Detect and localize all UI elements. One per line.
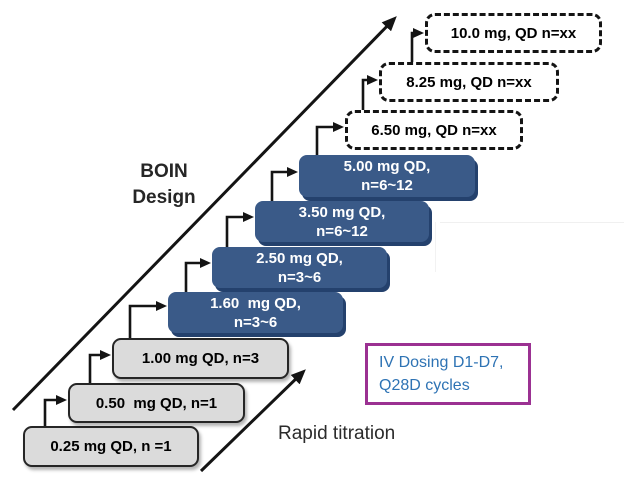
step-arrow-3 — [128, 301, 167, 338]
step-arrow-6 — [270, 167, 298, 201]
rapid-titration-arrow — [199, 369, 306, 473]
dose-box-label: 0.50 mg QD, n=1 — [95, 394, 218, 412]
step-arrow-8 — [361, 75, 378, 110]
dose-box-label: 6.50 mg, QD n=xx — [371, 121, 497, 139]
boin-design-label: BOIN Design — [118, 159, 210, 211]
step-arrow-2 — [88, 350, 111, 383]
step-arrow-4 — [184, 258, 211, 292]
dose-box-label-line2: n=6~12 — [361, 177, 413, 194]
dose-box-label: 0.25 mg QD, n =1 — [50, 438, 172, 455]
escalation-diagonal-arrow — [11, 16, 397, 412]
dose-box-label: 1.60 mg QD, — [210, 294, 301, 312]
dose-box-1-00mg: 1.00 mg QD, n=3 — [112, 338, 289, 379]
dose-box-5-00mg: 5.00 mg QD, n=6~12 — [299, 155, 475, 197]
dose-box-label: 8.25 mg, QD n=xx — [406, 73, 532, 91]
step-arrow-5 — [225, 212, 254, 247]
dose-box-label: 1.00 mg QD, n=3 — [141, 350, 260, 367]
dose-box-label-line2: n=6~12 — [316, 222, 368, 240]
dose-box-0-25mg: 0.25 mg QD, n =1 — [23, 426, 199, 467]
background-hairline-horizontal — [440, 222, 624, 223]
boin-design-line1: BOIN — [140, 161, 188, 182]
dose-box-3-50mg: 3.50 mg QD, n=6~12 — [255, 201, 429, 242]
dose-box-2-50mg: 2.50 mg QD, n=3~6 — [212, 247, 387, 288]
dose-box-label: 3.50 mg QD, — [298, 203, 386, 221]
dose-box-6-50mg: 6.50 mg, QD n=xx — [345, 110, 523, 150]
dose-box-10-0mg: 10.0 mg, QD n=xx — [425, 13, 602, 53]
iv-note-line2: Q28D cycles — [379, 377, 470, 394]
step-arrow-9 — [410, 28, 424, 62]
dose-box-0-50mg: 0.50 mg QD, n=1 — [68, 383, 245, 423]
dose-box-label-line2: n=3~6 — [233, 313, 278, 331]
dose-box-8-25mg: 8.25 mg, QD n=xx — [379, 62, 559, 102]
boin-design-line2: Design — [132, 187, 196, 208]
dose-box-label: 5.00 mg QD, — [343, 158, 431, 175]
dose-box-1-60mg: 1.60 mg QD, n=3~6 — [168, 292, 343, 333]
dose-box-label: 2.50 mg QD, — [256, 249, 343, 267]
iv-note-line1: IV Dosing D1-D7, — [379, 354, 504, 371]
dose-box-label-line2: n=3~6 — [277, 268, 322, 286]
rapid-titration-label: Rapid titration — [278, 423, 396, 444]
dose-box-label: 10.0 mg, QD n=xx — [450, 24, 577, 42]
step-arrow-7 — [315, 122, 344, 155]
step-arrow-1 — [43, 395, 67, 426]
background-hairline-vertical — [435, 222, 436, 272]
iv-dosing-note-box: IV Dosing D1-D7, Q28D cycles — [365, 343, 531, 405]
